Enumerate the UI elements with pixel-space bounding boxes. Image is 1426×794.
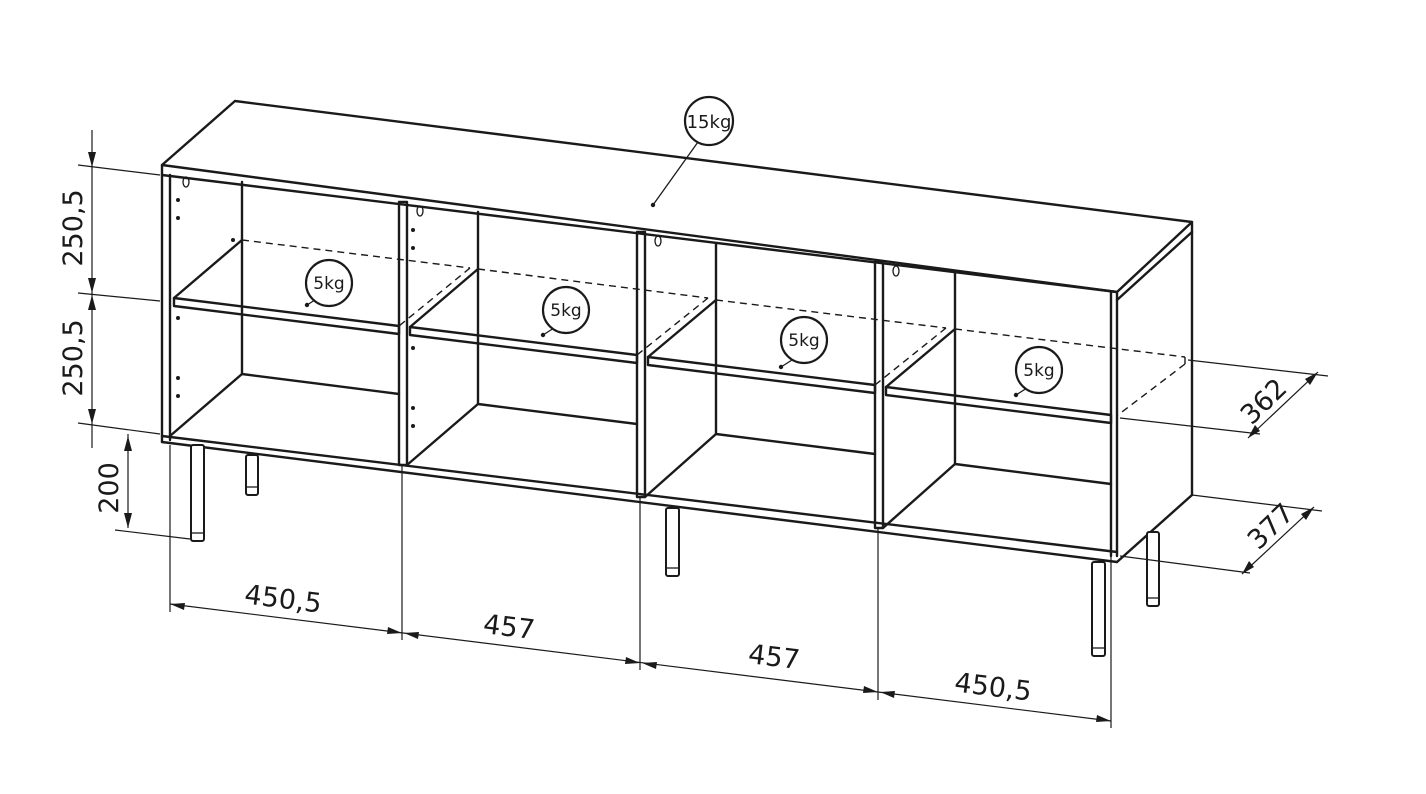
- top-panel-front-lower-edge: [160, 173, 1119, 294]
- shelf-2: [408, 267, 709, 365]
- top-panel-right-bevel: [1115, 230, 1194, 302]
- cabinet-body: [160, 99, 1194, 564]
- dim-width-section-1: 450,5: [243, 579, 323, 619]
- dim-leg-height: 200: [94, 462, 125, 514]
- divider-3: [873, 260, 885, 530]
- shelf-3: [646, 298, 947, 395]
- load-label-top: 15kg: [687, 112, 732, 133]
- load-label-shelf-2: 5kg: [550, 301, 581, 321]
- load-callout-shelf-2: 5kg: [540, 285, 591, 338]
- left-dimensions: 250,5 250,5 200: [58, 130, 191, 540]
- shelf-1: [172, 238, 471, 336]
- load-label-shelf-4: 5kg: [1023, 361, 1054, 381]
- bottom-panel-top-edge: [160, 434, 1119, 554]
- dim-height-top-compartment: 250,5: [58, 189, 89, 266]
- divider-2: [635, 230, 647, 499]
- load-callout-shelf-1: 5kg: [304, 258, 354, 308]
- leg-back-left: [245, 454, 259, 496]
- dim-depth-shelf: 362: [1235, 373, 1294, 431]
- leg-front-right: [1091, 561, 1106, 657]
- shelf-pin-holes: [176, 176, 900, 428]
- bottom-panel-right-bevel: [1115, 493, 1194, 564]
- load-callout-shelf-4: 5kg: [1013, 345, 1064, 398]
- load-callout-shelf-3: 5kg: [778, 315, 829, 370]
- load-callout-top: 15kg: [650, 95, 735, 208]
- load-label-shelf-1: 5kg: [313, 274, 344, 294]
- dim-width-section-3: 457: [747, 639, 802, 676]
- dim-width-section-2: 457: [482, 609, 537, 646]
- bottom-dimensions: 450,5 457 457 450,5: [169, 445, 1112, 728]
- legs: [190, 444, 1160, 657]
- leg-back-middle: [665, 507, 680, 577]
- dim-height-bottom-compartment: 250,5: [58, 319, 89, 396]
- dim-depth-body: 377: [1242, 498, 1301, 556]
- load-label-shelf-3: 5kg: [788, 331, 819, 351]
- leg-front-left: [190, 444, 205, 542]
- leg-back-right: [1146, 531, 1160, 607]
- shelf-4: [884, 327, 1186, 425]
- dim-width-section-4: 450,5: [953, 667, 1033, 707]
- back-panel-edges: [168, 180, 1113, 530]
- shelves: [172, 238, 1186, 425]
